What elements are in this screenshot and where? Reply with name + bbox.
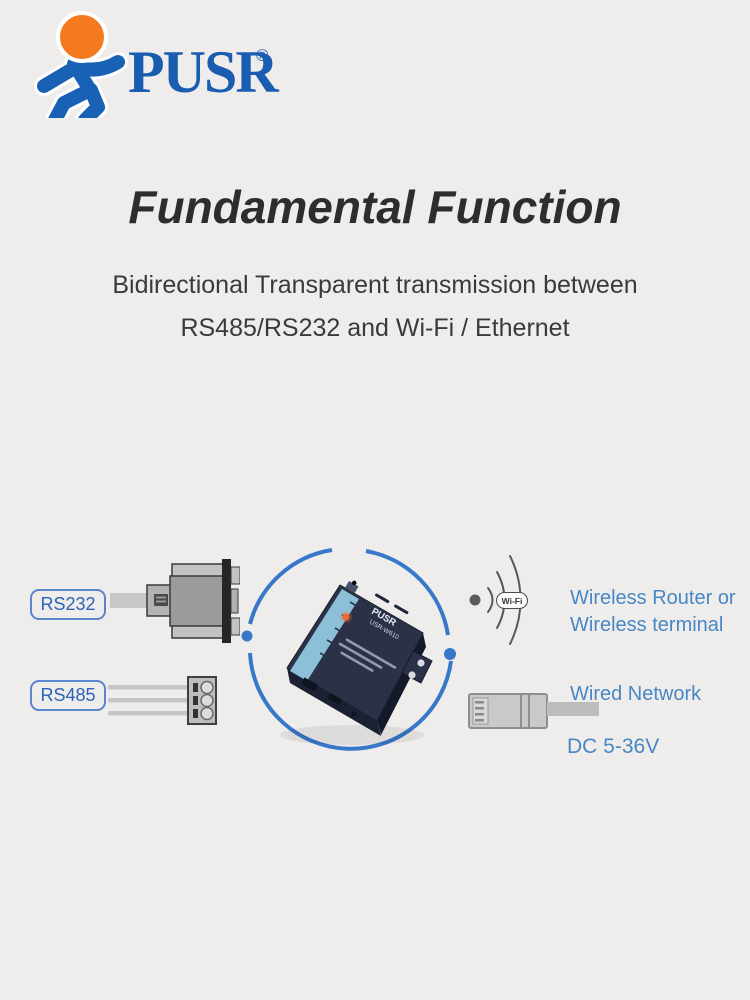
wired-network-caption: Wired Network	[570, 683, 702, 705]
registered-trademark: ®	[256, 46, 269, 65]
rs485-port-label: RS485	[40, 685, 96, 705]
page-title: Fundamental Function	[128, 181, 622, 233]
rs232-port-badge: RS232	[30, 589, 106, 620]
cycle-dot-left	[241, 630, 253, 642]
rj45-connector-icon	[468, 693, 599, 729]
wifi-badge: Wi-Fi	[496, 592, 528, 609]
device-image: PUSR USR-W610	[286, 580, 433, 736]
rs485-terminal-block-icon	[108, 676, 217, 725]
device-cycle-graphic: PUSR USR-W610	[241, 548, 456, 751]
wireless-caption: Wireless Router or Wireless terminal	[570, 585, 736, 639]
rs485-port-badge: RS485	[30, 680, 106, 711]
subtitle-line-2: RS485/RS232 and Wi-Fi / Ethernet	[180, 314, 570, 342]
brand-logo: PUSR ®	[22, 6, 302, 121]
db9-serial-connector-icon	[110, 559, 240, 643]
wireless-caption-line2: Wireless terminal	[570, 614, 724, 636]
subtitle-line-1: Bidirectional Transparent transmission b…	[112, 271, 638, 299]
wireless-caption-line1: Wireless Router or	[570, 587, 736, 609]
cycle-arrows-icon	[248, 548, 453, 751]
running-person-icon	[34, 11, 128, 118]
wifi-badge-label: Wi-Fi	[501, 595, 523, 606]
rs232-port-label: RS232	[40, 594, 96, 614]
brand-name: PUSR	[128, 39, 279, 105]
cycle-dot-right	[444, 648, 456, 660]
device-led	[342, 613, 350, 621]
power-caption: DC 5-36V	[567, 735, 660, 758]
